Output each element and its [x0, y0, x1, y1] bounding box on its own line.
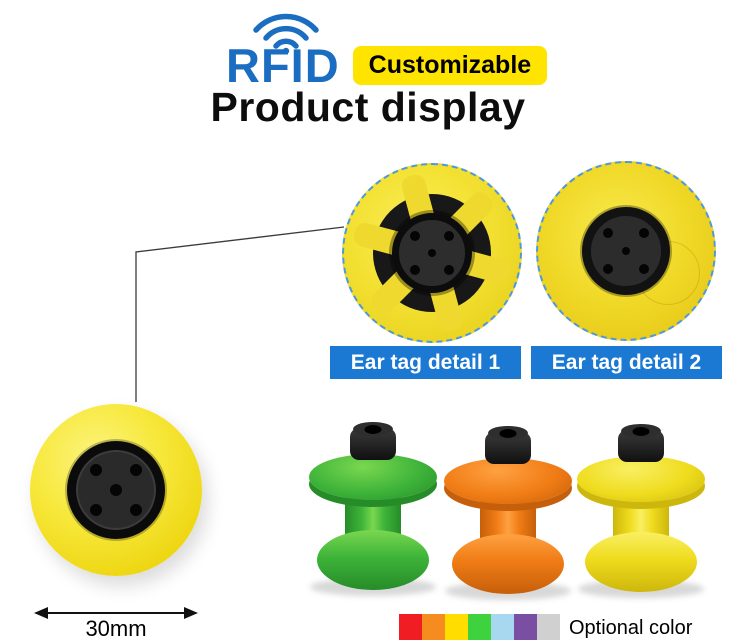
rfid-pin-button — [582, 207, 670, 295]
tag-top-disc — [444, 458, 572, 504]
color-swatch-yellow — [445, 614, 468, 640]
tag-top-disc — [309, 454, 437, 500]
ear-tag-orange — [438, 426, 578, 604]
brand-logo-text: RFID — [226, 39, 340, 92]
tag-top-disc — [577, 456, 705, 502]
tag-button-cap — [350, 422, 396, 460]
pin-hole — [622, 247, 630, 255]
tag-bottom-disc — [585, 532, 697, 592]
pin-hole — [89, 463, 102, 476]
detail-1-caption: Ear tag detail 1 — [330, 346, 521, 379]
color-swatch-red — [399, 614, 422, 640]
brand-row: RFID Customizable — [226, 39, 548, 92]
ear-tag-detail-photo-1 — [342, 163, 522, 343]
rfid-pin-button — [392, 213, 472, 293]
pin-hole — [443, 231, 454, 242]
color-swatch-orange — [422, 614, 445, 640]
page-title: Product display — [210, 84, 526, 130]
pin-hole — [428, 249, 436, 257]
ear-tag-front-photo — [30, 404, 202, 576]
pin-hole — [130, 504, 143, 517]
wifi-icon — [250, 6, 322, 55]
color-swatch-lightblue — [491, 614, 514, 640]
pin-hole — [443, 264, 454, 275]
tag-button-cap — [485, 426, 531, 464]
pin-hole — [410, 231, 421, 242]
pin-hole — [130, 463, 143, 476]
tag-bottom-disc — [317, 530, 429, 590]
pin-hole — [410, 264, 421, 275]
pin-hole — [110, 484, 122, 496]
detail-2-caption: Ear tag detail 2 — [531, 346, 722, 379]
color-swatch-gray — [537, 614, 560, 640]
color-swatch-green — [468, 614, 491, 640]
pin-hole — [639, 264, 650, 275]
ear-tag-yellow — [571, 424, 711, 602]
optional-color-label: Optional color — [569, 616, 693, 639]
color-options-row: Optional color — [399, 614, 692, 640]
customizable-badge: Customizable — [352, 46, 548, 85]
pin-hole — [602, 227, 613, 238]
tag-bottom-disc — [452, 534, 564, 594]
ear-tag-green — [303, 422, 443, 600]
rfid-pin-button — [67, 441, 165, 539]
pin-hole — [639, 227, 650, 238]
pin-hole — [89, 504, 102, 517]
diameter-dimension-label: 30mm — [85, 616, 147, 640]
ear-tag-detail-photo-2 — [536, 161, 716, 341]
color-swatch-purple — [514, 614, 537, 640]
tag-button-cap — [618, 424, 664, 462]
pin-hole — [602, 264, 613, 275]
